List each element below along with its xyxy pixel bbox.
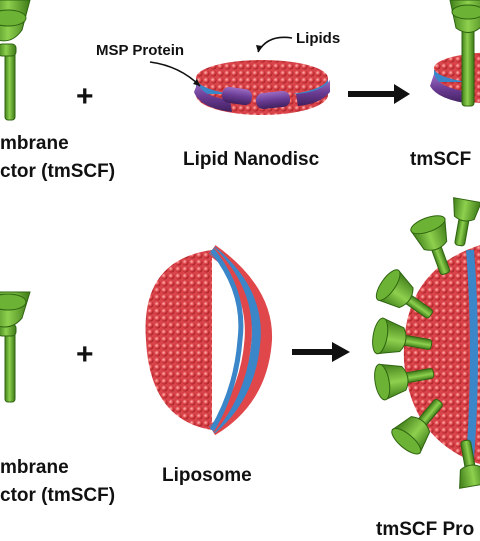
reaction-arrow-row2 — [292, 342, 350, 362]
liposome-label: Liposome — [162, 465, 252, 486]
lipids-pointer-arrow — [257, 36, 293, 53]
tmscf-protein-row1 — [0, 0, 31, 121]
lipids-label: Lipids — [296, 30, 341, 47]
liposome — [145, 245, 273, 436]
tmscf-proteoliposome — [372, 197, 480, 489]
row1-left-label-line2: ctor (tmSCF) — [0, 161, 116, 182]
row2-left-label-line2: ctor (tmSCF) — [0, 485, 116, 506]
row1-left-label-line1: mbrane — [0, 133, 69, 154]
tmscf-nanodisc-result — [430, 0, 480, 107]
plus-sign-row1: + — [76, 80, 94, 113]
nanodisc-label: Lipid Nanodisc — [183, 149, 320, 170]
tmscf-protein-row2 — [0, 291, 31, 403]
msp-pointer-arrow — [149, 61, 201, 87]
row2-left-label-line1: mbrane — [0, 457, 69, 478]
msp-protein-label: MSP Protein — [96, 42, 185, 59]
plus-sign-row2: + — [76, 338, 94, 371]
lipid-nanodisc — [194, 60, 330, 115]
reaction-arrow-row1 — [348, 84, 410, 104]
row1-result-label: tmSCF — [410, 149, 472, 170]
row2-result-label: tmSCF Pro — [376, 519, 475, 540]
